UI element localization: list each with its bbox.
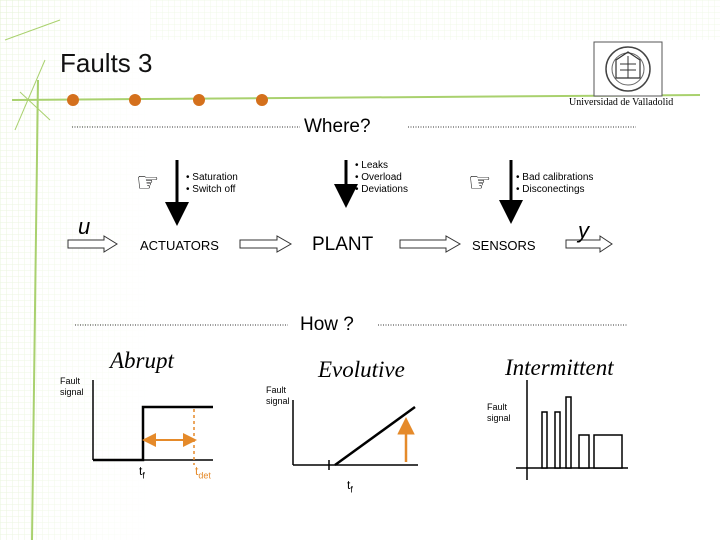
decorative-lines [4, 19, 701, 540]
sensor-fault-list: • Bad calibrations • Disconectings [516, 172, 593, 196]
slide-title: Faults 3 [60, 48, 153, 78]
evolutive-axis-label: Fault signal [266, 385, 290, 407]
pointing-hand-icon: ☞ [468, 168, 492, 198]
pointing-hand-icon: ☞ [136, 168, 160, 198]
intermittent-title: Intermittent [505, 355, 614, 380]
university-logo [593, 41, 663, 97]
actuators-block: ACTUATORS [140, 238, 219, 253]
axis-label-line: Fault [487, 402, 508, 412]
intermittent-plot [516, 380, 628, 480]
evolutive-tf-label: tf [347, 478, 353, 494]
tf-sub: f [350, 484, 353, 495]
axis-label-line: signal [487, 413, 511, 423]
plant-block: PLANT [312, 234, 374, 255]
sensors-block: SENSORS [472, 238, 536, 253]
evolutive-plot [292, 400, 418, 470]
signal-flow-arrows [67, 235, 613, 253]
how-heading: How ? [296, 314, 358, 336]
abrupt-tf-label: tf [139, 464, 145, 480]
abrupt-tdet-label: tdet [195, 464, 211, 480]
intermittent-axis-label: Fault signal [487, 402, 511, 424]
fault-injection-arrows [165, 160, 523, 226]
abrupt-plot [92, 380, 213, 465]
output-signal-label: y [578, 218, 589, 243]
axis-label-line: signal [60, 387, 84, 397]
sensor-fault-item: • Disconectings [516, 184, 585, 195]
decorative-bullets [67, 94, 268, 106]
where-heading: Where? [300, 116, 375, 138]
tdet-text: t [195, 464, 199, 478]
tdet-sub: det [198, 470, 211, 481]
axis-label-line: Fault [266, 385, 287, 395]
abrupt-axis-label: Fault signal [60, 376, 84, 398]
tf-text: t [347, 478, 351, 492]
input-signal-label: u [78, 214, 91, 239]
axis-label-line: Fault [60, 376, 81, 386]
sensor-fault-item: • Bad calibrations [516, 172, 594, 183]
university-name: Universidad de Valladolid [569, 97, 674, 108]
plant-fault-item: • Overload [355, 172, 402, 183]
plant-fault-item: • Leaks [355, 160, 388, 171]
abrupt-title: Abrupt [110, 348, 174, 373]
actuator-fault-item: • Switch off [186, 184, 236, 195]
tf-sub: f [142, 470, 145, 481]
actuator-fault-item: • Saturation [186, 172, 238, 183]
section-divider-lines [72, 126, 636, 326]
plant-fault-item: • Deviations [355, 184, 408, 195]
tf-text: t [139, 464, 143, 478]
evolutive-title: Evolutive [318, 357, 405, 382]
axis-label-line: signal [266, 396, 290, 406]
plant-fault-list: • Leaks • Overload • Deviations [355, 160, 408, 196]
actuator-fault-list: • Saturation • Switch off [186, 172, 238, 196]
